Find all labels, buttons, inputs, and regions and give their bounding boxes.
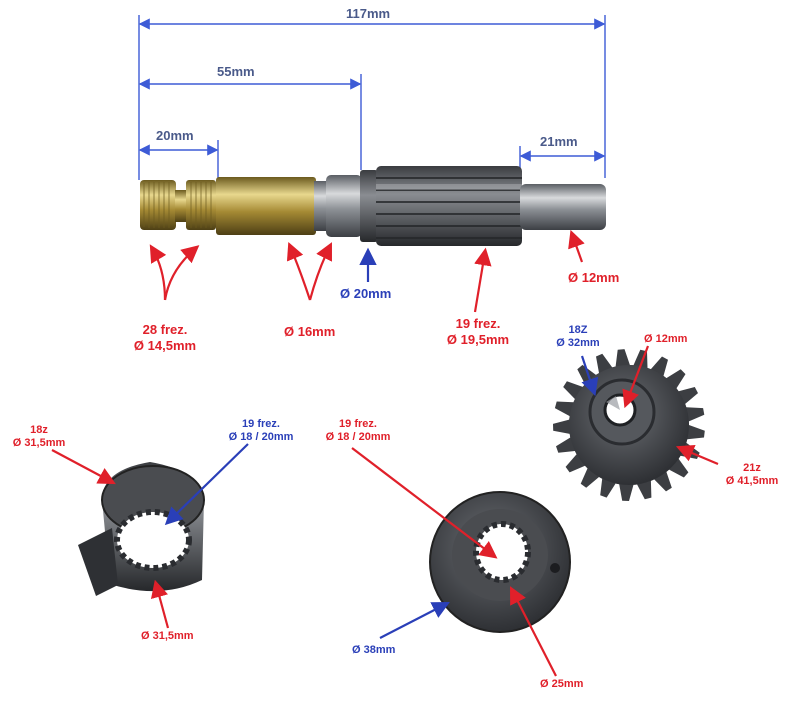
ratchet-sleeve [78, 462, 205, 596]
label-ratchet-inner-line2: Ø 18 / 20mm [228, 431, 294, 443]
shaft-brass-section [216, 177, 316, 235]
ratchet-inner-spline [114, 509, 192, 571]
double-gear [553, 349, 705, 501]
label-gear-21z-line1: 21z [743, 462, 761, 474]
label-ratchet-18z-line2: Ø 31,5mm [12, 437, 66, 449]
label-gear-21z-line2: Ø 41,5mm [725, 475, 779, 487]
label-28-frez-line1: 28 frez. [142, 322, 188, 337]
shaft-steel-step [314, 181, 328, 231]
label-plate-outer: Ø 38mm [352, 644, 396, 656]
label-28-frez-line2: Ø 14,5mm [133, 338, 197, 353]
label-19-frez-shaft-line2: Ø 19,5mm [446, 332, 510, 347]
dim-20-label: 20mm [156, 128, 194, 143]
shaft-end-12 [520, 184, 606, 230]
label-gear-diam-12: Ø 12mm [644, 333, 688, 345]
plate-inner-spline [473, 521, 531, 583]
main-shaft [140, 166, 606, 246]
gear-arrows [580, 345, 719, 466]
ratchet-plate [429, 491, 571, 633]
label-diam-12-shaft: Ø 12mm [568, 270, 620, 285]
dimension-lines [138, 15, 606, 188]
ratchet-tab [78, 528, 118, 596]
dim-total-label: 117mm [346, 6, 391, 21]
label-plate-inner-line2: Ø 18 / 20mm [325, 431, 391, 443]
shaft-collar-20 [326, 175, 362, 237]
label-plate-hub: Ø 25mm [540, 678, 584, 690]
label-diam-16: Ø 16mm [284, 324, 336, 339]
label-ratchet-inner: 19 frez. Ø 18 / 20mm [216, 418, 306, 444]
label-gear-21z: 21z Ø 41,5mm [712, 462, 792, 488]
dim-55-label: 55mm [217, 64, 255, 79]
label-diam-20: Ø 20mm [340, 286, 392, 301]
plate-arrows [351, 447, 557, 677]
label-gear-18z-line2: Ø 32mm [556, 337, 600, 349]
dim-21-label: 21mm [540, 134, 578, 149]
plate-pin [550, 563, 560, 573]
shaft-neck [175, 190, 187, 222]
shaft-spline-28-left [140, 180, 176, 230]
label-19-frez-shaft: 19 frez. Ø 19,5mm [433, 316, 523, 348]
label-plate-inner-line1: 19 frez. [339, 418, 377, 430]
label-ratchet-18z-line1: 18z [30, 424, 48, 436]
shaft-collar-ring [360, 170, 378, 242]
ratchet-arrows [51, 443, 249, 629]
label-ratchet-inner-line1: 19 frez. [242, 418, 280, 430]
label-gear-18z: 18Z Ø 32mm [543, 324, 613, 350]
label-ratchet-bottom: Ø 31,5mm [141, 630, 194, 642]
label-gear-18z-line1: 18Z [568, 324, 588, 336]
label-19-frez-shaft-line1: 19 frez. [455, 316, 501, 331]
label-ratchet-18z: 18z Ø 31,5mm [4, 424, 74, 450]
shaft-arrows [149, 229, 585, 313]
label-plate-inner: 19 frez. Ø 18 / 20mm [310, 418, 406, 444]
label-28-frez: 28 frez. Ø 14,5mm [125, 322, 205, 354]
